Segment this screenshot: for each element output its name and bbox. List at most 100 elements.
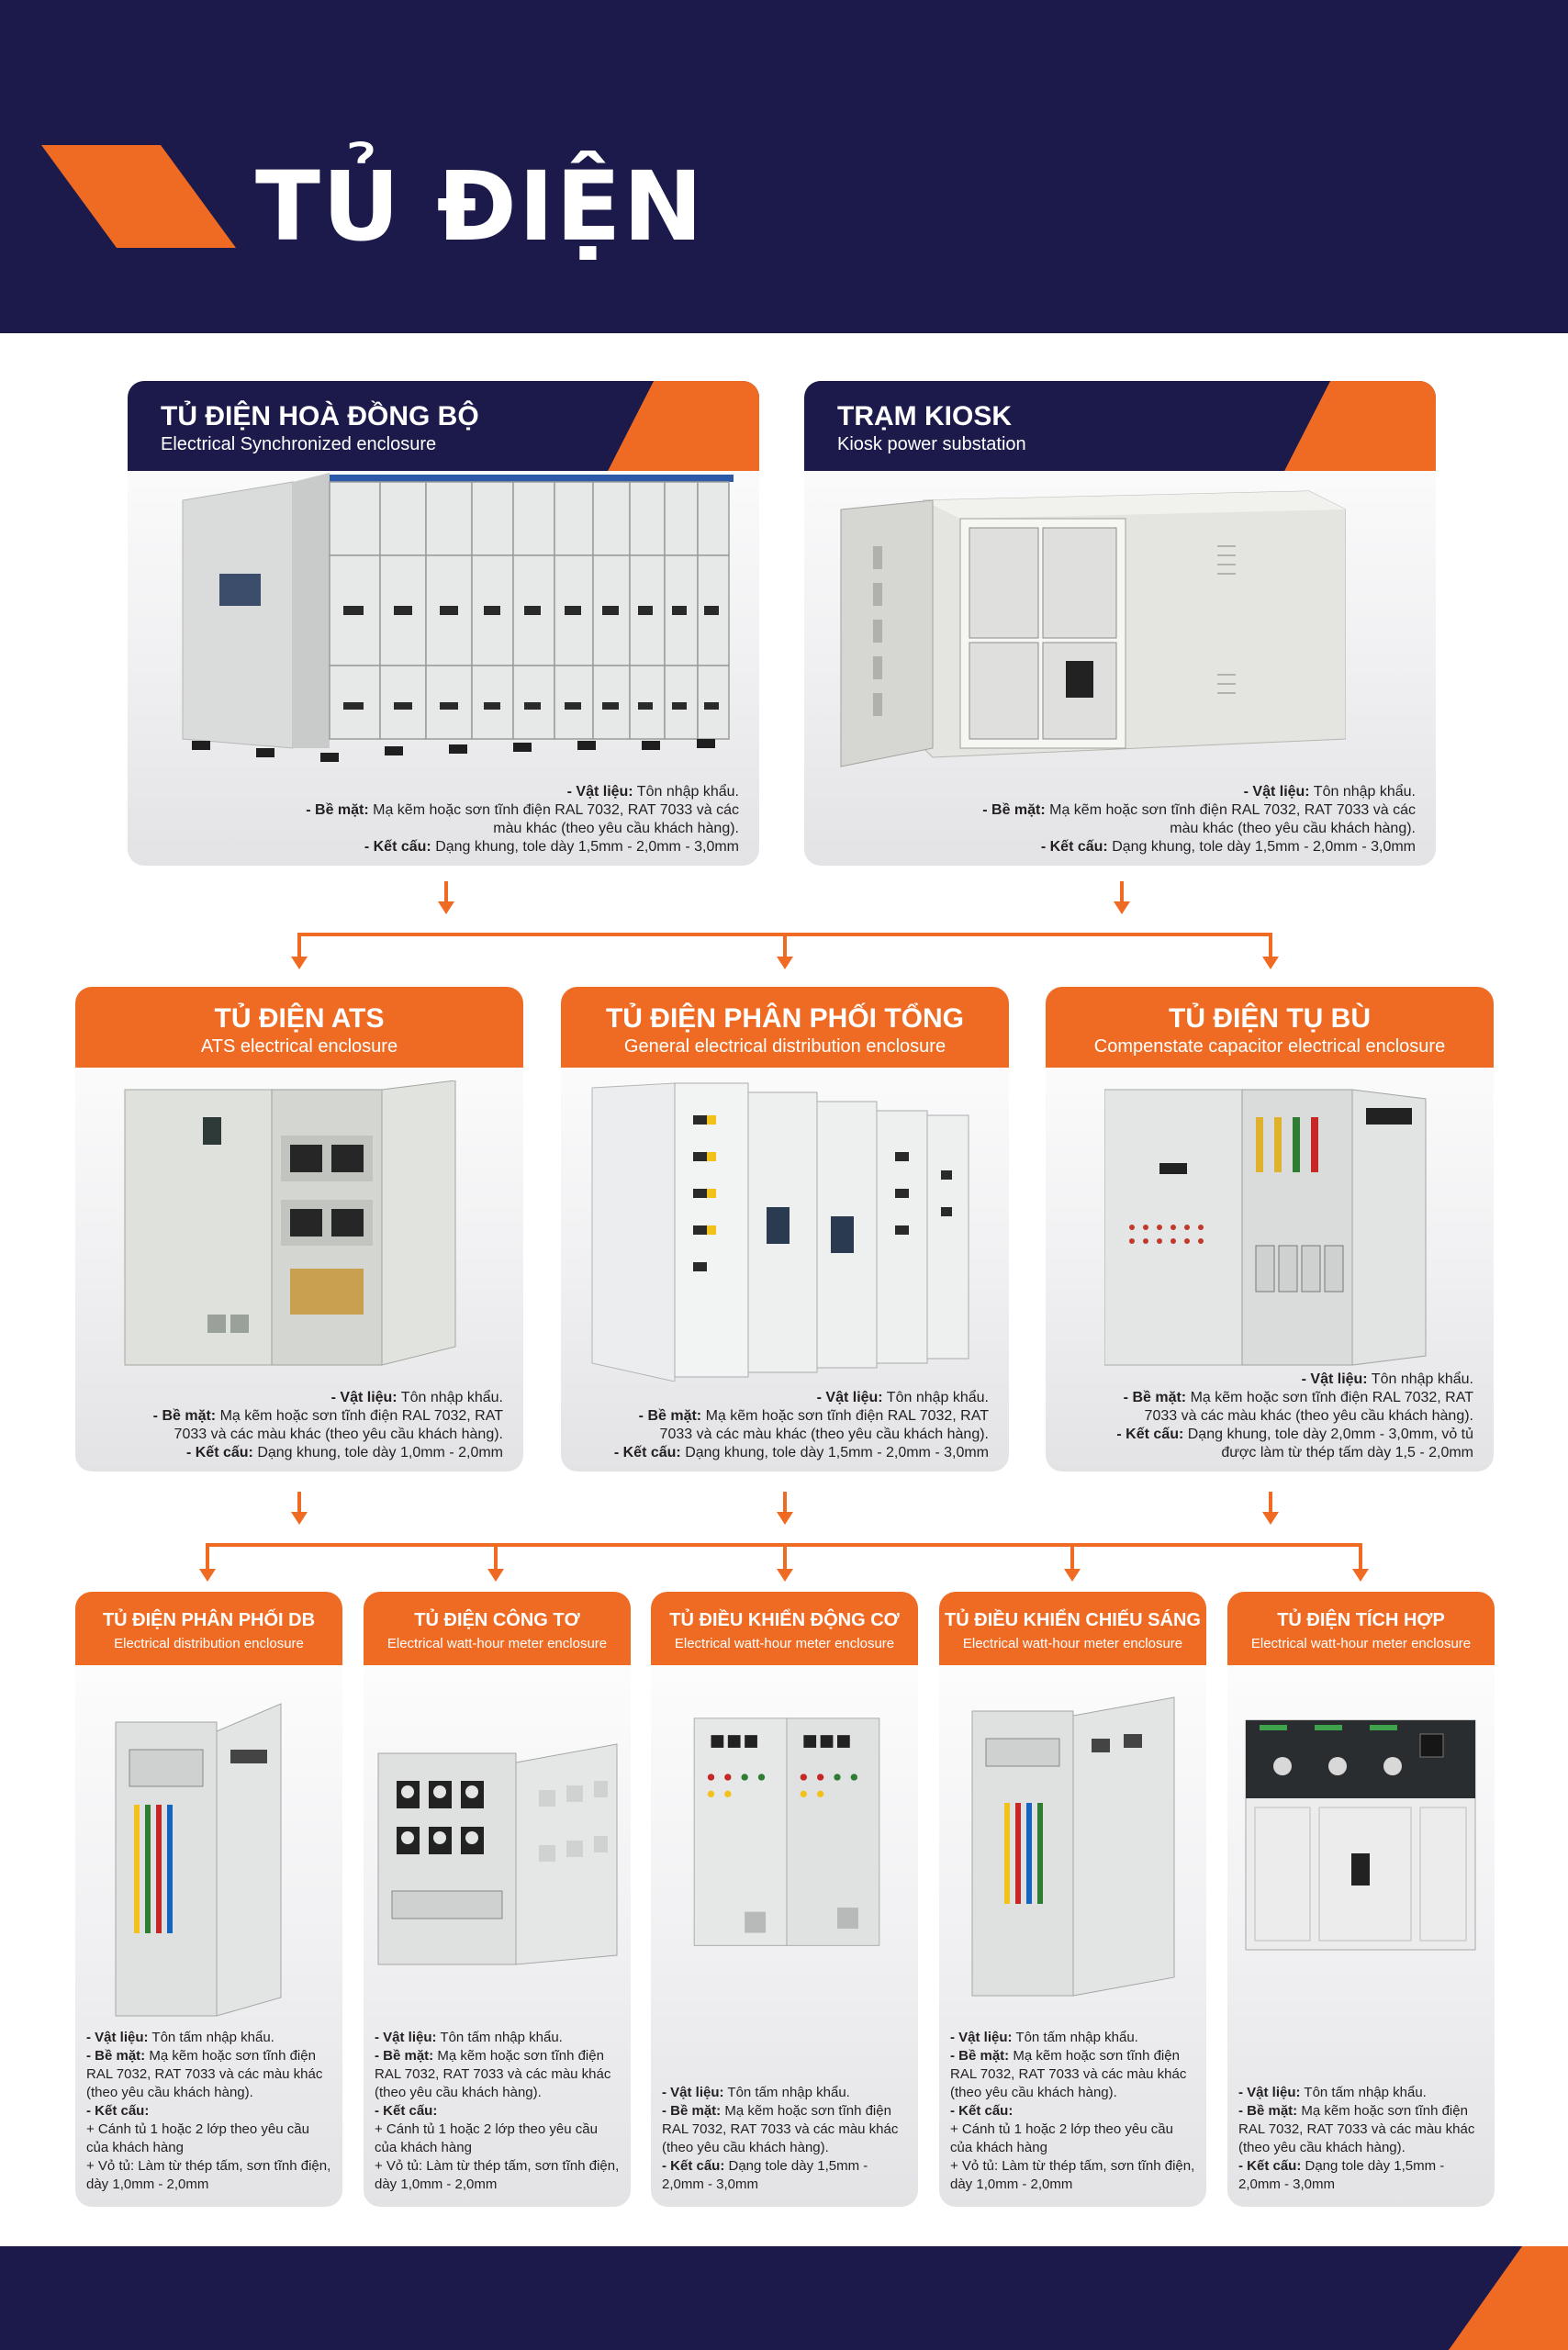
card-header: TỦ ĐIỆN ATS ATS electrical enclosure: [75, 987, 523, 1068]
card-meter-enclosure: TỦ ĐIỆN CÔNG TƠ Electrical watt-hour met…: [364, 1592, 631, 2207]
spec-text: Tôn nhập khẩu.: [882, 1390, 989, 1405]
card-title: TỦ ĐIỆN ATS: [214, 1003, 385, 1034]
card-title: TỦ ĐIỆN HOÀ ĐỒNG BỘ: [161, 401, 479, 431]
card-kiosk-substation: TRẠM KIOSK Kiosk power substation - Vật …: [804, 381, 1436, 866]
spec-label: - Vật liệu:: [1243, 784, 1310, 800]
spec-text: Dạng khung, tole dày 1,5mm - 2,0mm - 3,0…: [680, 1445, 989, 1460]
spec-text: + Vỏ tủ: Làm từ thép tấm, sơn tĩnh điện,: [375, 2158, 620, 2174]
spec-text: dày 1,0mm - 2,0mm: [375, 2177, 498, 2192]
spec-label: - Bề mặt:: [662, 2103, 722, 2119]
spec-label: - Vật liệu:: [375, 2030, 437, 2045]
spec-text: Tôn tấm nhập khẩu.: [436, 2030, 563, 2045]
synchronized-switchgear-image: [182, 473, 734, 762]
spec-text: Mạ kẽm hoặc sơn tĩnh điện: [145, 2048, 316, 2064]
spec-label: - Vật liệu:: [950, 2030, 1013, 2045]
spec-text: Dạng tole dày 1,5mm -: [1301, 2158, 1445, 2174]
spec-text: Tôn nhập khẩu.: [633, 784, 739, 800]
card-specs: - Vật liệu: Tôn tấm nhập khẩu. - Bề mặt:…: [1238, 2084, 1474, 2194]
spec-text: Mạ kẽm hoặc sơn tĩnh điện RAL 7032, RAT: [216, 1408, 503, 1424]
card-header: TỦ ĐIỀU KHIỂN ĐỘNG CƠ Electrical watt-ho…: [651, 1592, 918, 1665]
card-title: TỦ ĐIỆN TỤ BÙ: [1169, 1003, 1371, 1034]
spec-text: (theo yêu cầu khách hàng).: [86, 2085, 253, 2100]
spec-label: - Vật liệu:: [662, 2085, 724, 2100]
spec-text: dày 1,0mm - 2,0mm: [86, 2177, 209, 2192]
spec-text: Tôn tấm nhập khẩu.: [1012, 2030, 1138, 2045]
orange-slant-decoration: [41, 145, 236, 248]
spec-text: của khách hàng: [375, 2140, 472, 2155]
spec-text: (theo yêu cầu khách hàng).: [950, 2085, 1117, 2100]
motor-control-enclosure-image: [693, 1718, 880, 1946]
card-subtitle: Electrical distribution enclosure: [114, 1636, 304, 1651]
spec-text: màu khác (theo yêu cầu khách hàng).: [1170, 821, 1416, 836]
capacitor-enclosure-image: [1104, 1089, 1427, 1366]
card-db-enclosure: TỦ ĐIỆN PHÂN PHỐI DB Electrical distribu…: [75, 1592, 342, 2207]
spec-text: Dạng khung, tole dày 1,0mm - 2,0mm: [252, 1445, 503, 1460]
card-title: TỦ ĐIỀU KHIỂN ĐỘNG CƠ: [669, 1610, 900, 1630]
integrated-enclosure-image: [1245, 1719, 1476, 1951]
card-specs: - Vật liệu: Tôn tấm nhập khẩu. - Bề mặt:…: [662, 2084, 898, 2194]
spec-text: Mạ kẽm hoặc sơn tĩnh điện RAL 7032, RAT: [1186, 1390, 1473, 1405]
spec-text: Mạ kẽm hoặc sơn tĩnh điện: [721, 2103, 891, 2119]
spec-text: (theo yêu cầu khách hàng).: [662, 2140, 829, 2155]
card-general-distribution-enclosure: TỦ ĐIỆN PHÂN PHỐI TỔNG General electrica…: [561, 987, 1009, 1472]
spec-text: của khách hàng: [86, 2140, 184, 2155]
card-header: TRẠM KIOSK Kiosk power substation: [804, 381, 1436, 471]
spec-text: Tôn nhập khẩu.: [1309, 784, 1416, 800]
card-subtitle: Electrical watt-hour meter enclosure: [1250, 1636, 1472, 1651]
spec-text: Tôn tấm nhập khẩu.: [723, 2085, 850, 2100]
card-motor-control-enclosure: TỦ ĐIỀU KHIỂN ĐỘNG CƠ Electrical watt-ho…: [651, 1592, 918, 2207]
spec-label: - Bề mặt:: [306, 802, 369, 818]
spec-text: 7033 và các màu khác (theo yêu cầu khách…: [659, 1427, 989, 1442]
spec-text: RAL 7032, RAT 7033 và các màu khác: [86, 2066, 323, 2082]
spec-text: Dạng khung, tole dày 2,0mm - 3,0mm, vỏ t…: [1183, 1427, 1473, 1442]
card-title: TỦ ĐIỆN TÍCH HỢP: [1277, 1610, 1445, 1630]
spec-text: Tôn tấm nhập khẩu.: [148, 2030, 274, 2045]
spec-text: + Cánh tủ 1 hoặc 2 lớp theo yêu cầu: [86, 2121, 309, 2137]
spec-label: - Kết cấu:: [1238, 2158, 1302, 2174]
card-header: TỦ ĐIỆN PHÂN PHỐI DB Electrical distribu…: [75, 1592, 342, 1665]
spec-text: Tôn nhập khẩu.: [397, 1390, 503, 1405]
spec-label: - Vật liệu:: [86, 2030, 149, 2045]
spec-label: - Kết cấu:: [1040, 839, 1108, 855]
kiosk-substation-image: [840, 490, 1346, 767]
spec-text: (theo yêu cầu khách hàng).: [375, 2085, 542, 2100]
card-subtitle: Kiosk power substation: [837, 434, 1026, 454]
card-subtitle: Electrical watt-hour meter enclosure: [386, 1636, 608, 1651]
card-specs: - Vật liệu: Tôn nhập khẩu. - Bề mặt: Mạ …: [982, 783, 1416, 856]
spec-text: Mạ kẽm hoặc sơn tĩnh điện: [1297, 2103, 1468, 2119]
spec-text: (theo yêu cầu khách hàng).: [1238, 2140, 1406, 2155]
spec-label: - Bề mặt:: [1123, 1390, 1187, 1405]
card-title: TRẠM KIOSK: [837, 401, 1012, 431]
card-subtitle: Electrical watt-hour meter enclosure: [674, 1636, 895, 1651]
card-specs: - Vật liệu: Tôn nhập khẩu. - Bề mặt: Mạ …: [1116, 1371, 1473, 1462]
spec-label: - Bề mặt:: [982, 802, 1046, 818]
card-header: TỦ ĐIỆN TÍCH HỢP Electrical watt-hour me…: [1227, 1592, 1495, 1665]
spec-label: - Bề mặt:: [86, 2048, 146, 2064]
spec-label: - Vật liệu:: [816, 1390, 883, 1405]
card-subtitle: Electrical Synchronized enclosure: [161, 434, 437, 454]
meter-enclosure-image: [377, 1743, 618, 1965]
db-enclosure-image: [115, 1703, 282, 2017]
spec-label: - Bề mặt:: [152, 1408, 217, 1424]
card-specs: - Vật liệu: Tôn nhập khẩu. - Bề mặt: Mạ …: [306, 783, 739, 856]
spec-label: - Kết cấu:: [662, 2158, 725, 2174]
spec-label: - Kết cấu:: [364, 839, 431, 855]
card-specs: - Vật liệu: Tôn tấm nhập khẩu. - Bề mặt:…: [86, 2029, 330, 2194]
spec-text: Dạng tole dày 1,5mm -: [724, 2158, 868, 2174]
spec-text: RAL 7032, RAT 7033 và các màu khác: [375, 2066, 611, 2082]
spec-text: màu khác (theo yêu cầu khách hàng).: [493, 821, 739, 836]
spec-label: - Bề mặt:: [638, 1408, 702, 1424]
card-title: TỦ ĐIỆN PHÂN PHỐI DB: [102, 1610, 316, 1630]
spec-text: Dạng khung, tole dày 1,5mm - 2,0mm - 3,0…: [431, 839, 739, 855]
card-header: TỦ ĐIỆN CÔNG TƠ Electrical watt-hour met…: [364, 1592, 631, 1665]
spec-label: - Kết cấu:: [375, 2103, 438, 2119]
spec-text: RAL 7032, RAT 7033 và các màu khác: [950, 2066, 1187, 2082]
spec-label: - Vật liệu:: [566, 784, 633, 800]
card-subtitle: Compenstate capacitor electrical enclosu…: [1093, 1036, 1446, 1057]
spec-text: 7033 và các màu khác (theo yêu cầu khách…: [174, 1427, 503, 1442]
card-header: TỦ ĐIỆN HOÀ ĐỒNG BỘ Electrical Synchroni…: [128, 381, 759, 471]
spec-text: RAL 7032, RAT 7033 và các màu khác: [1238, 2121, 1475, 2137]
card-subtitle: Electrical watt-hour meter enclosure: [962, 1636, 1183, 1651]
spec-text: Tôn tấm nhập khẩu.: [1300, 2085, 1427, 2100]
card-header: TỦ ĐIỆN TỤ BÙ Compenstate capacitor elec…: [1046, 987, 1494, 1068]
